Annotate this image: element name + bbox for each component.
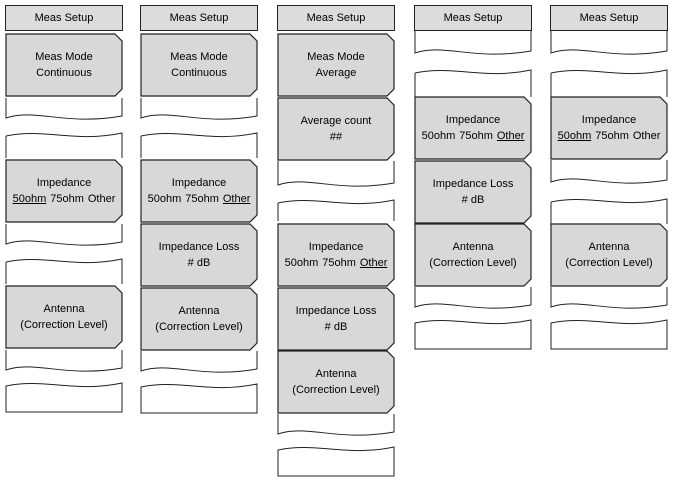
key-title: Impedance Loss — [432, 178, 514, 190]
blank-key-break — [140, 98, 258, 158]
key-title: Antenna — [452, 241, 494, 253]
key-value: (Correction Level) — [292, 384, 380, 396]
menu-header: Meas Setup — [277, 5, 395, 31]
option-other: Other — [632, 130, 661, 142]
option-other: Other — [496, 130, 525, 142]
blank-key-break — [550, 31, 668, 97]
option-75ohm: 75ohm — [50, 193, 84, 205]
key-title: Antenna — [178, 305, 220, 317]
key-value: # dB — [187, 257, 211, 269]
antenna-key[interactable]: Antenna (Correction Level) — [140, 287, 258, 351]
option-75ohm: 75ohm — [185, 193, 219, 205]
key-title: Antenna — [588, 241, 630, 253]
blank-key-break — [5, 224, 123, 284]
option-50ohm: 50ohm — [284, 257, 319, 269]
key-title: Meas Mode — [35, 51, 93, 63]
key-value: # dB — [461, 194, 485, 206]
blank-key-break — [5, 98, 123, 158]
key-title: Impedance — [36, 177, 92, 189]
option-50ohm: 50ohm — [557, 130, 592, 142]
key-title: Meas Mode — [307, 51, 365, 63]
impedance-loss-key[interactable]: Impedance Loss # dB — [140, 223, 258, 287]
key-value: # dB — [324, 321, 348, 333]
blank-key-break — [550, 287, 668, 350]
option-other: Other — [222, 193, 251, 205]
blank-key-break — [5, 350, 123, 413]
impedance-loss-key[interactable]: Impedance Loss # dB — [414, 160, 532, 224]
key-title: Average count — [300, 115, 372, 127]
option-other: Other — [87, 193, 116, 205]
blank-key-break — [550, 160, 668, 224]
antenna-key[interactable]: Antenna (Correction Level) — [277, 350, 395, 414]
key-title: Impedance Loss — [295, 305, 377, 317]
menu-header: Meas Setup — [5, 5, 123, 31]
antenna-key[interactable]: Antenna (Correction Level) — [414, 223, 532, 287]
key-title: Impedance — [308, 241, 364, 253]
impedance-loss-key[interactable]: Impedance Loss # dB — [277, 287, 395, 351]
key-value: (Correction Level) — [20, 319, 108, 331]
antenna-key[interactable]: Antenna (Correction Level) — [550, 223, 668, 287]
blank-key-break — [277, 414, 395, 477]
key-title: Meas Mode — [170, 51, 228, 63]
option-75ohm: 75ohm — [322, 257, 356, 269]
blank-key-break — [414, 287, 532, 350]
key-title: Impedance — [171, 177, 227, 189]
blank-key-break — [414, 31, 532, 97]
option-other: Other — [359, 257, 388, 269]
average-count-key[interactable]: Average count ## — [277, 97, 395, 161]
option-50ohm: 50ohm — [12, 193, 47, 205]
key-title: Impedance Loss — [158, 241, 240, 253]
menu-header: Meas Setup — [414, 5, 532, 31]
key-value: ## — [329, 131, 343, 143]
menu-header: Meas Setup — [550, 5, 668, 31]
key-title: Impedance — [445, 114, 501, 126]
blank-key-break — [140, 351, 258, 414]
option-50ohm: 50ohm — [147, 193, 182, 205]
key-title: Antenna — [315, 368, 357, 380]
menu-header: Meas Setup — [140, 5, 258, 31]
key-value: (Correction Level) — [155, 321, 243, 333]
key-value: (Correction Level) — [429, 257, 517, 269]
option-75ohm: 75ohm — [595, 130, 629, 142]
option-50ohm: 50ohm — [421, 130, 456, 142]
key-title: Antenna — [43, 303, 85, 315]
key-value: (Correction Level) — [565, 257, 653, 269]
key-value: Continuous — [36, 67, 92, 79]
key-value: Average — [315, 67, 357, 79]
key-value: Continuous — [171, 67, 227, 79]
antenna-key[interactable]: Antenna (Correction Level) — [5, 285, 123, 349]
key-title: Impedance — [581, 114, 637, 126]
option-75ohm: 75ohm — [459, 130, 493, 142]
blank-key-break — [277, 161, 395, 221]
